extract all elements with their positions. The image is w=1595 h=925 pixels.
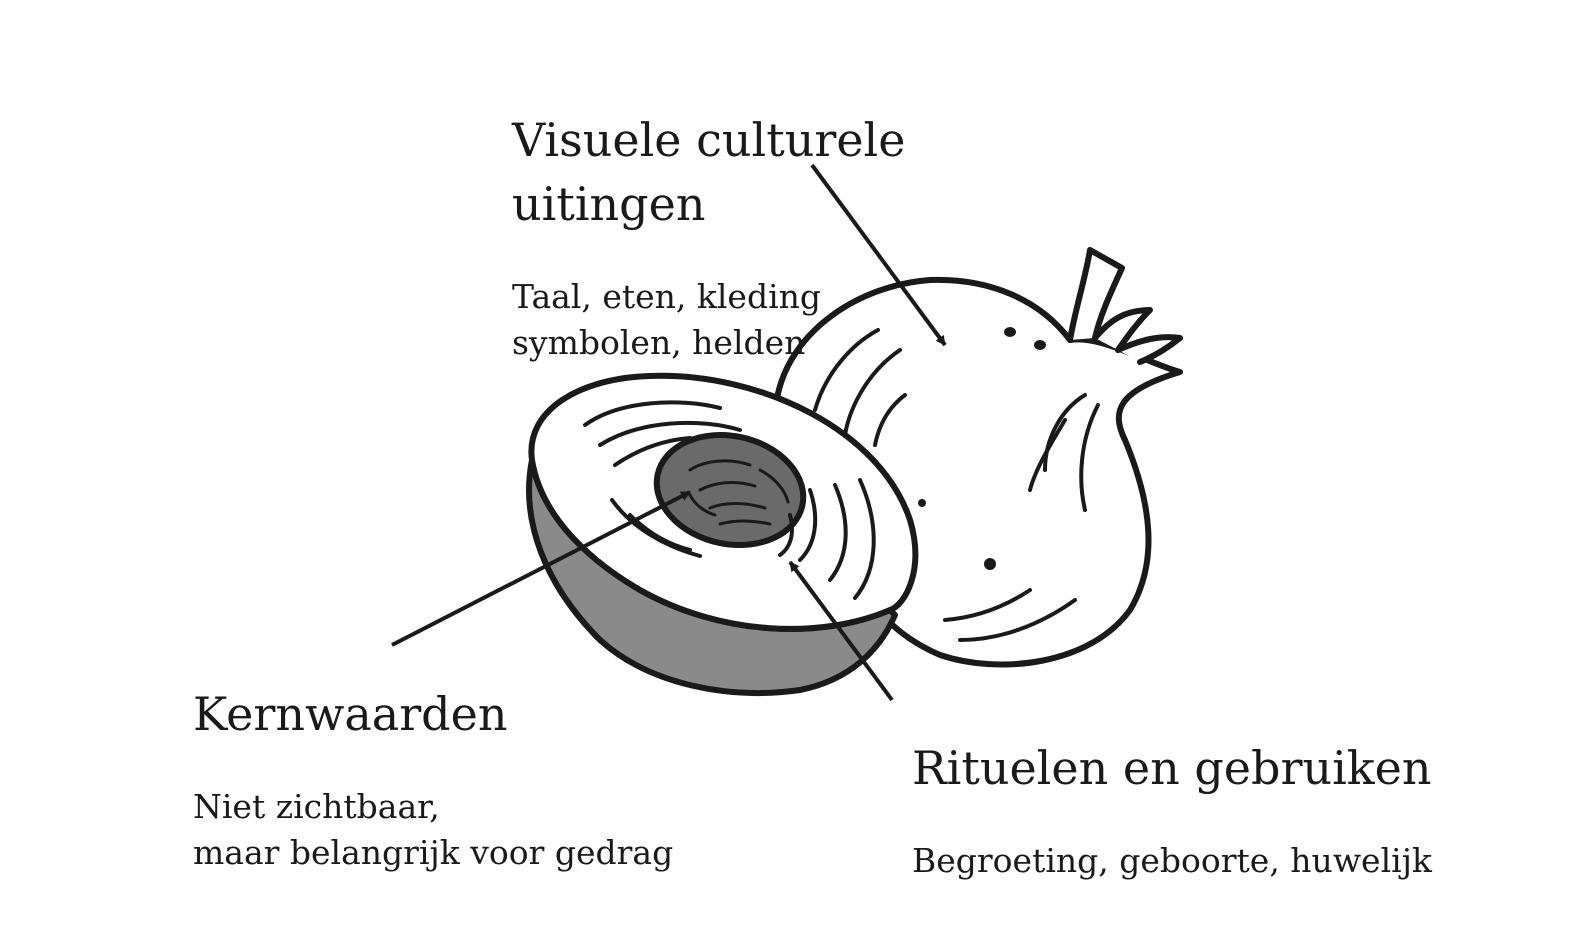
onion-stem-leaf-2 bbox=[1115, 334, 1183, 365]
half-onion-icon bbox=[526, 372, 919, 696]
arrow-visual bbox=[810, 163, 947, 347]
onion-core bbox=[653, 431, 807, 549]
core-layer-title: Kernwaarden bbox=[193, 687, 508, 742]
rituals-layer-detail: Begroeting, geboorte, huwelijk bbox=[912, 838, 1432, 884]
core-layer-detail: Niet zichtbaar, maar belangrijk voor ged… bbox=[193, 784, 673, 876]
core-layer-detail-line1: Niet zichtbaar, bbox=[193, 787, 440, 827]
arrow-core bbox=[391, 490, 691, 647]
visual-layer-detail: Taal, eten, kleding symbolen, helden bbox=[512, 274, 906, 366]
core-layer-detail-line2: maar belangrijk voor gedrag bbox=[193, 833, 674, 873]
onion-stem-leaf bbox=[1092, 307, 1153, 353]
onion-stem bbox=[1067, 247, 1125, 343]
rituals-layer-title: Rituelen en gebruiken bbox=[912, 741, 1432, 796]
rituals-layer-label: Rituelen en gebruiken Begroeting, geboor… bbox=[912, 698, 1432, 884]
visual-layer-detail-line2: symbolen, helden bbox=[512, 323, 806, 363]
rituals-layer-detail-line1: Begroeting, geboorte, huwelijk bbox=[912, 841, 1432, 881]
visual-layer-title-line2: uitingen bbox=[512, 177, 706, 232]
visual-layer-detail-line1: Taal, eten, kleding bbox=[512, 277, 822, 317]
visual-layer-title: Visuele culturele uitingen bbox=[512, 108, 906, 236]
visual-layer-title-line1: Visuele culturele bbox=[512, 113, 906, 168]
core-layer-label: Kernwaarden Niet zichtbaar, maar belangr… bbox=[193, 644, 673, 876]
arrow-rituals bbox=[788, 560, 894, 702]
visual-layer-label: Visuele culturele uitingen Taal, eten, k… bbox=[512, 70, 906, 366]
annotation-arrows bbox=[391, 163, 947, 702]
